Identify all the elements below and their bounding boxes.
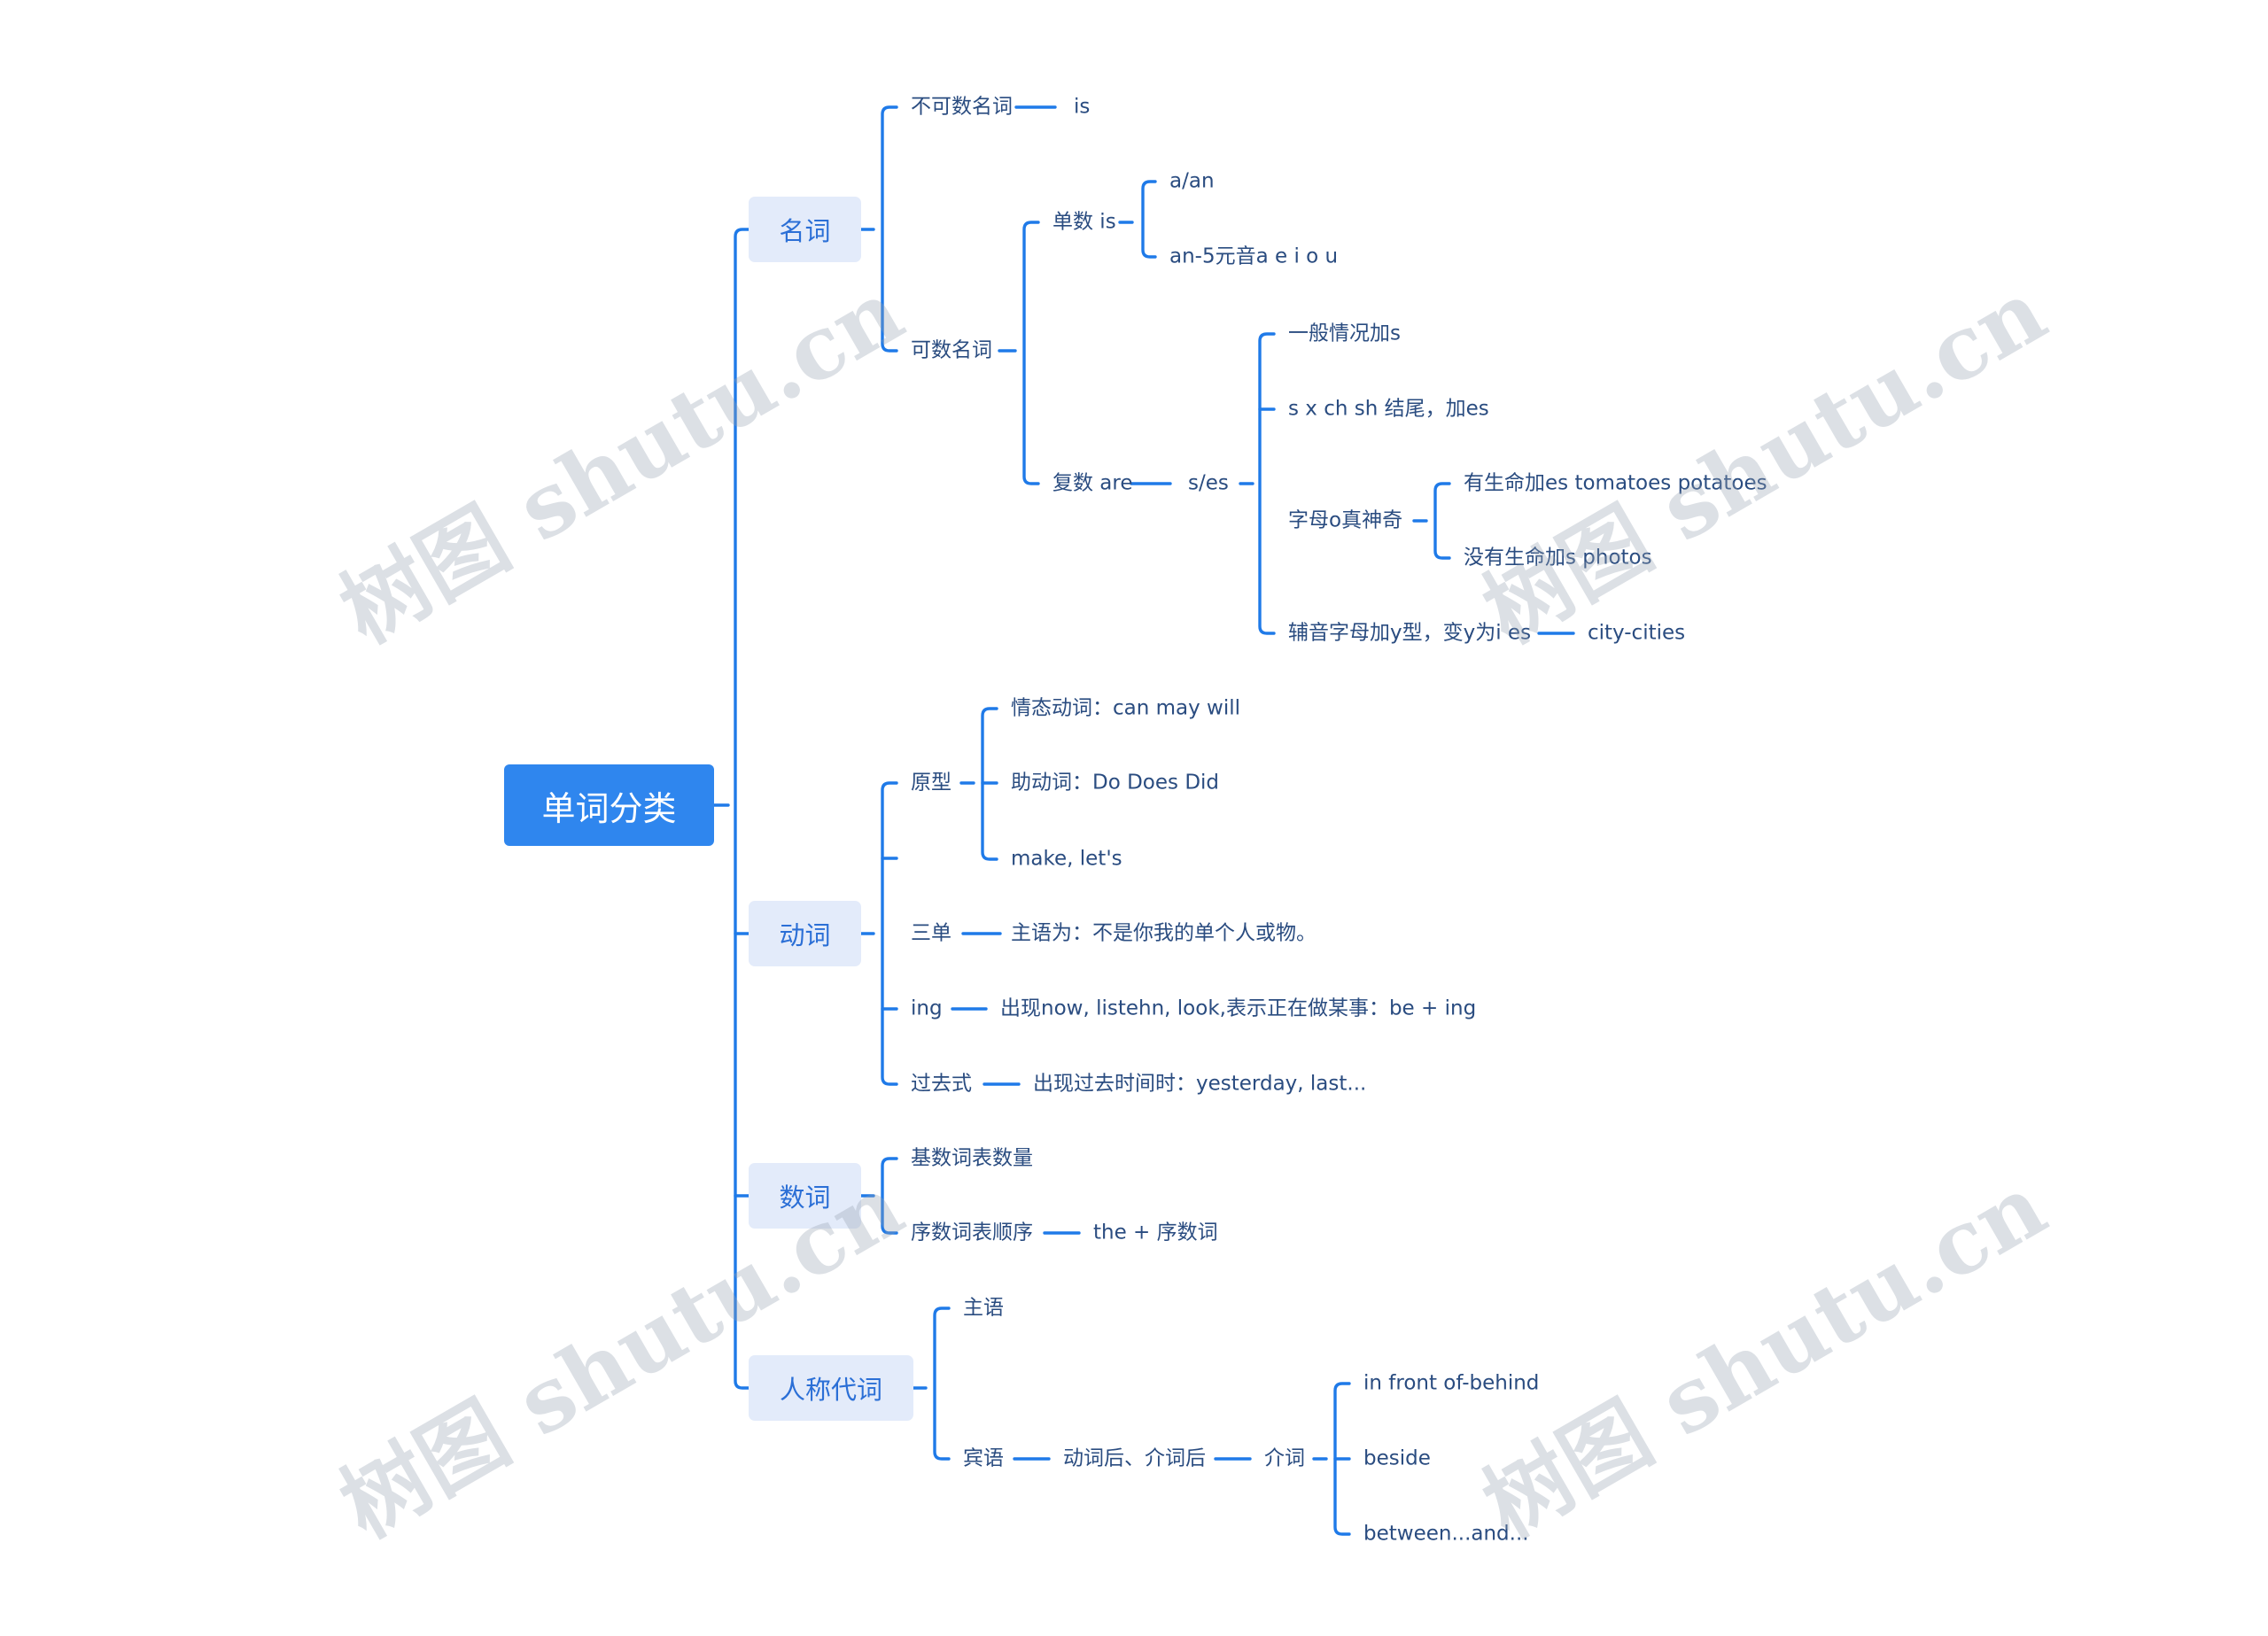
node-ing[interactable]: ing: [911, 996, 943, 1020]
node-singular[interactable]: 单数 is: [1052, 210, 1116, 234]
node-ordinal-rule[interactable]: the + 序数词: [1093, 1221, 1218, 1244]
node-alive-es[interactable]: 有生命加es tomatoes potatoes: [1464, 471, 1767, 495]
node-between[interactable]: between...and...: [1363, 1522, 1529, 1546]
category-numeral[interactable]: 数词: [749, 1163, 861, 1229]
node-sxchsh-rule[interactable]: s x ch sh 结尾，加es: [1288, 397, 1489, 421]
node-object[interactable]: 宾语: [963, 1446, 1004, 1470]
node-third-person-rule[interactable]: 主语为：不是你我的单个人或物。: [1011, 921, 1317, 945]
node-cardinal[interactable]: 基数词表数量: [911, 1146, 1033, 1170]
node-uncountable-is[interactable]: is: [1074, 95, 1091, 119]
node-s-es[interactable]: s/es: [1188, 471, 1229, 495]
node-not-alive-s[interactable]: 没有生命加s photos: [1464, 546, 1652, 570]
node-subject[interactable]: 主语: [963, 1296, 1004, 1320]
node-modal-verbs[interactable]: 情态动词：can may will: [1011, 696, 1241, 720]
node-uncountable-noun[interactable]: 不可数名词: [911, 95, 1013, 119]
node-base-form[interactable]: 原型: [911, 771, 951, 795]
node-beside[interactable]: beside: [1363, 1446, 1431, 1470]
node-letter-o[interactable]: 字母o真神奇: [1288, 508, 1403, 532]
node-consonant-y[interactable]: 辅音字母加y型，变y为i es: [1288, 621, 1532, 645]
node-past-tense-rule[interactable]: 出现过去时间时：yesterday, last...: [1033, 1072, 1367, 1096]
node-aux-verbs[interactable]: 助动词：Do Does Did: [1011, 771, 1220, 795]
node-ordinal[interactable]: 序数词表顺序: [911, 1221, 1033, 1244]
node-countable-noun[interactable]: 可数名词: [911, 338, 992, 362]
node-past-tense[interactable]: 过去式: [911, 1072, 972, 1096]
node-plural[interactable]: 复数 are: [1052, 471, 1133, 495]
root-node[interactable]: 单词分类: [504, 764, 714, 846]
category-noun[interactable]: 名词: [749, 197, 861, 262]
node-ing-rule[interactable]: 出现now, listehn, look,表示正在做某事：be + ing: [1000, 996, 1477, 1020]
node-a-an[interactable]: a/an: [1169, 169, 1215, 193]
node-make-lets[interactable]: make, let's: [1011, 847, 1122, 871]
node-preposition[interactable]: 介词: [1264, 1446, 1305, 1470]
node-after-verb-prep[interactable]: 动词后、介词后: [1063, 1446, 1206, 1470]
node-city-cities[interactable]: city-cities: [1588, 621, 1686, 645]
node-third-person[interactable]: 三单: [911, 921, 951, 945]
node-in-front-of[interactable]: in front of-behind: [1363, 1371, 1540, 1395]
category-verb[interactable]: 动词: [749, 901, 861, 966]
node-general-rule[interactable]: 一般情况加s: [1288, 322, 1401, 345]
category-pronoun[interactable]: 人称代词: [749, 1355, 913, 1421]
node-an-rule[interactable]: an-5元音a e i o u: [1169, 244, 1339, 268]
